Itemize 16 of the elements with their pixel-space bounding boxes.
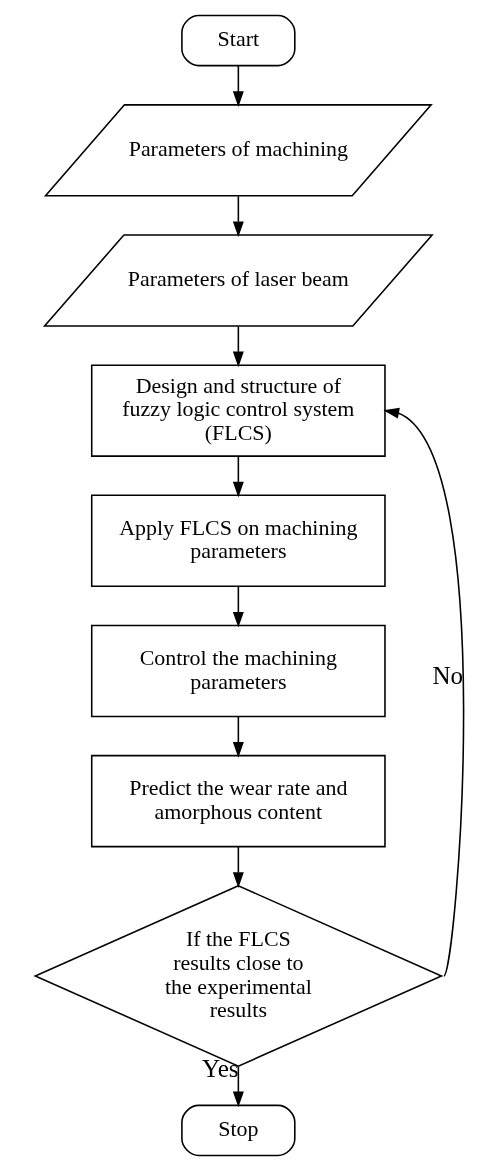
node-box: Stop xyxy=(181,1104,296,1157)
arrow xyxy=(232,716,244,758)
arrow xyxy=(232,195,244,238)
arrow xyxy=(232,586,244,628)
edge-label: No xyxy=(432,662,464,690)
arrow xyxy=(232,325,244,368)
node-box: Control the machining parameters xyxy=(90,624,386,718)
arrow xyxy=(232,846,244,888)
arrow xyxy=(383,407,465,977)
node-box: Start xyxy=(181,14,296,67)
node-box: Predict the wear rate and amorphous content xyxy=(90,754,386,848)
arrow xyxy=(232,65,244,107)
node-box: Apply FLCS on machining parameters xyxy=(90,494,386,588)
arrow xyxy=(232,455,244,498)
arrow xyxy=(232,1065,244,1108)
node-box: Design and structure of fuzzy logic control system (FLCS) xyxy=(90,364,386,457)
